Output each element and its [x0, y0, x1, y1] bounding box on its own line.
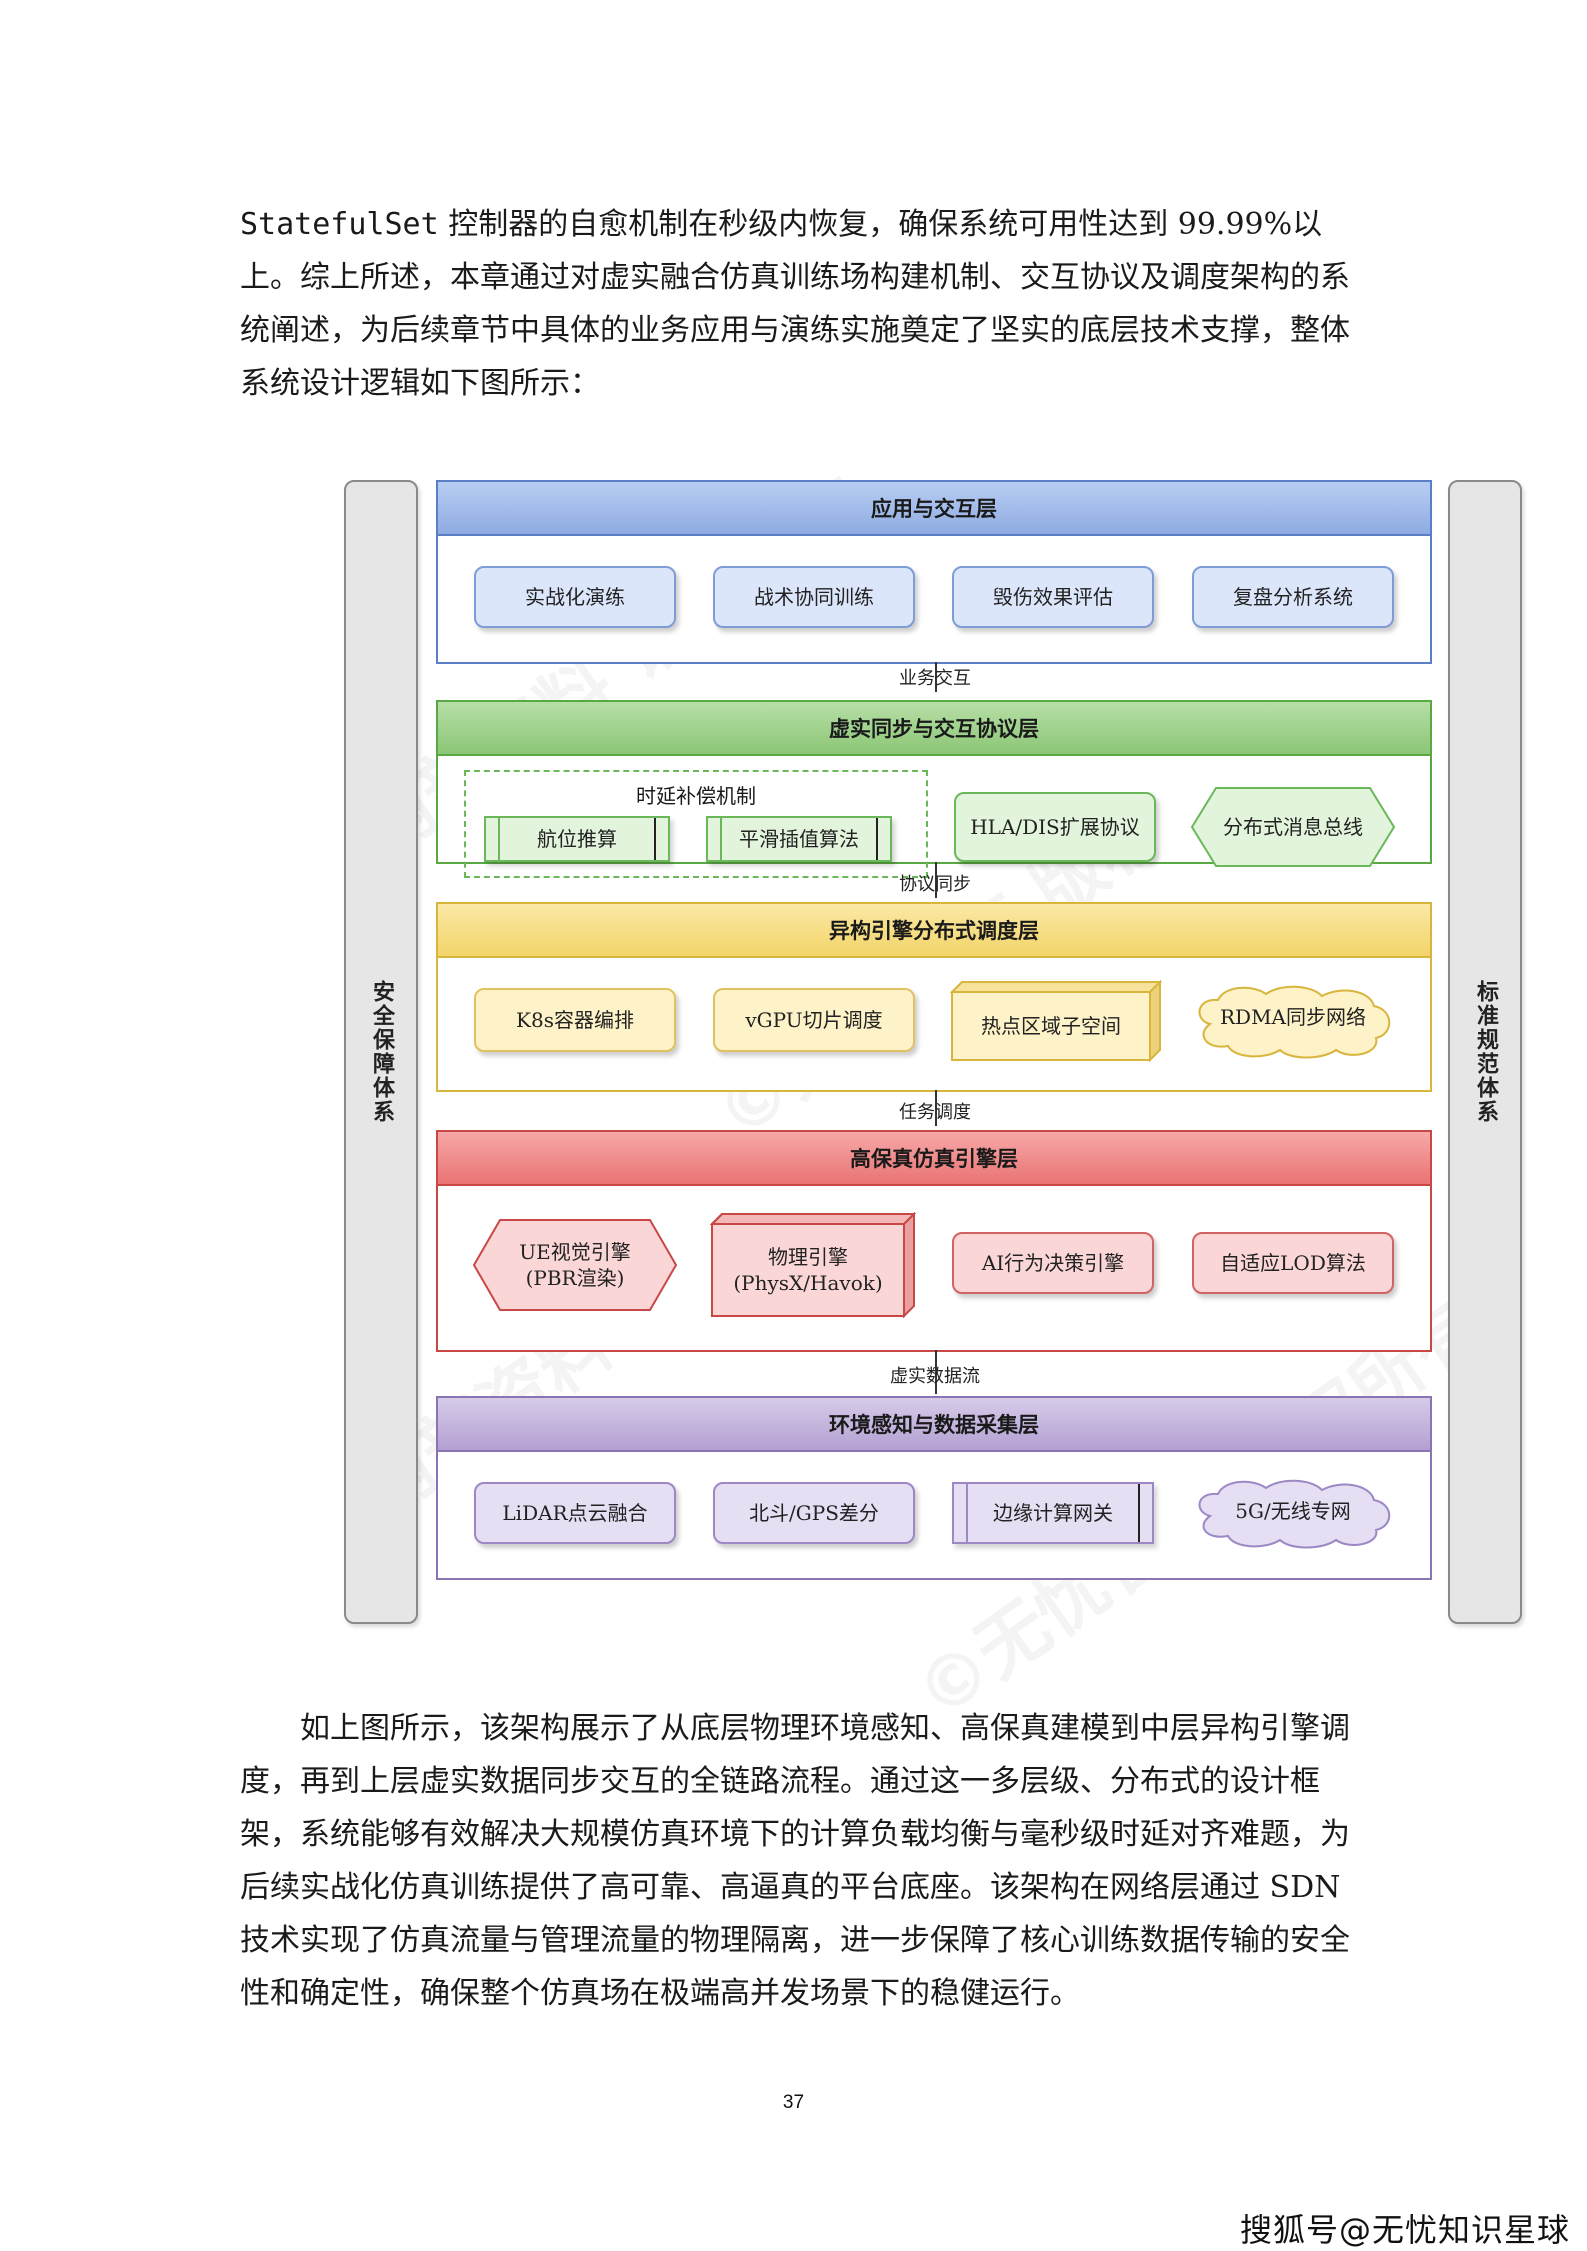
connector-label-protocol: 协议同步 — [899, 874, 971, 895]
paragraph-3: 如上图所示，该架构展示了从底层物理环境感知、高保真建模到中层异构引擎调度，再到上… — [240, 1711, 1350, 2011]
latency-compensation-group: 时延补偿机制 航位推算 平滑插值算法 — [464, 770, 928, 878]
layer-environment: 环境感知与数据采集层 LiDAR点云融合 北斗/GPS差分 边缘计算网关 5G/… — [436, 1396, 1432, 1580]
node-ue-engine: UE视觉引擎 (PBR渲染) — [519, 1240, 631, 1290]
cloud-rdma-icon — [1198, 985, 1391, 1059]
connector-line — [935, 1350, 937, 1394]
connector-label-business: 业务交互 — [899, 668, 971, 689]
node-edge-gateway: 边缘计算网关 — [952, 1482, 1154, 1544]
source-credit: 搜狐号@无忧知识星球 — [1240, 2211, 1571, 2249]
node-damage-eval: 毁伤效果评估 — [952, 566, 1154, 628]
layer-sync-protocol: 虚实同步与交互协议层 时延补偿机制 航位推算 平滑插值算法 HLA/DIS扩展协… — [436, 700, 1432, 878]
right-sidebar-standards: 标准规范体系 — [1448, 480, 1522, 1624]
cube-hotspot-icon — [950, 980, 1162, 1062]
node-k8s: K8s容器编排 — [474, 988, 676, 1052]
layer-scheduling: 异构引擎分布式调度层 K8s容器编排 vGPU切片调度 热点区域子空间 RDMA… — [436, 902, 1432, 1092]
node-combat-drill: 实战化演练 — [474, 566, 676, 628]
node-beidou-gps: 北斗/GPS差分 — [713, 1482, 915, 1544]
layer-sync-title: 虚实同步与交互协议层 — [438, 702, 1430, 756]
paragraph-2: 综上所述，本章通过对虚实融合仿真训练场构建机制、交互协议及调度架构的系统阐述，为… — [240, 260, 1350, 401]
paragraph-1-text: 控制器的自愈机制在秒级内恢复，确保系统可用性达到 99.99%以上。 — [240, 207, 1323, 295]
connector-line — [935, 1090, 937, 1126]
connector-line — [935, 662, 937, 692]
architecture-diagram: 内部资料 请勿外传 ©无忧智库 版权所有 内部资料 请勿外传 ©无忧智库 版权所… — [300, 450, 1560, 1735]
node-hla-dis-protocol: HLA/DIS扩展协议 — [954, 792, 1156, 862]
node-physics-engine: 物理引擎 (PhysX/Havok) — [733, 1245, 883, 1295]
layer-application-title: 应用与交互层 — [438, 482, 1430, 536]
connector-label-dataflow: 虚实数据流 — [890, 1366, 980, 1387]
latency-compensation-label: 时延补偿机制 — [636, 784, 756, 808]
connector-line — [935, 862, 937, 898]
code-statefulset: StatefulSet — [240, 207, 439, 242]
node-5g-network: 5G/无线专网 — [1235, 1499, 1351, 1523]
node-replay-analysis: 复盘分析系统 — [1192, 566, 1394, 628]
node-ai-decision: AI行为决策引擎 — [952, 1232, 1154, 1294]
layer-engine: 高保真仿真引擎层 UE视觉引擎 (PBR渲染) 物理引擎 (PhysX/Havo… — [436, 1130, 1432, 1352]
left-sidebar-security: 安全保障体系 — [344, 480, 418, 1624]
left-sidebar-label: 安全保障体系 — [369, 980, 394, 1124]
paragraph-1: StatefulSet 控制器的自愈机制在秒级内恢复，确保系统可用性达到 99.… — [240, 198, 1360, 304]
layer-application: 应用与交互层 实战化演练 战术协同训练 毁伤效果评估 复盘分析系统 — [436, 480, 1432, 664]
cloud-5g-icon — [1198, 1479, 1391, 1549]
hexagon-ue-engine — [472, 1219, 678, 1311]
layer-engine-title: 高保真仿真引擎层 — [438, 1132, 1430, 1186]
connector-label-task: 任务调度 — [899, 1102, 971, 1123]
node-tactical-training: 战术协同训练 — [713, 566, 915, 628]
hexagon-message-bus — [1190, 787, 1396, 867]
node-vgpu: vGPU切片调度 — [713, 988, 915, 1052]
page-number: 37 — [782, 2092, 805, 2113]
node-hotspot-subspace: 热点区域子空间 — [981, 1014, 1121, 1038]
right-sidebar-label: 标准规范体系 — [1473, 980, 1498, 1124]
node-rdma: RDMA同步网络 — [1219, 1005, 1366, 1029]
node-smooth-interpolation: 平滑插值算法 — [706, 816, 892, 862]
layer-environment-title: 环境感知与数据采集层 — [438, 1398, 1430, 1452]
cube-physics-icon — [710, 1212, 916, 1318]
node-dead-reckoning: 航位推算 — [484, 816, 670, 862]
node-adaptive-lod: 自适应LOD算法 — [1192, 1232, 1394, 1294]
layer-scheduling-title: 异构引擎分布式调度层 — [438, 904, 1430, 958]
node-lidar: LiDAR点云融合 — [474, 1482, 676, 1544]
node-distributed-message-bus: 分布式消息总线 — [1223, 815, 1363, 839]
